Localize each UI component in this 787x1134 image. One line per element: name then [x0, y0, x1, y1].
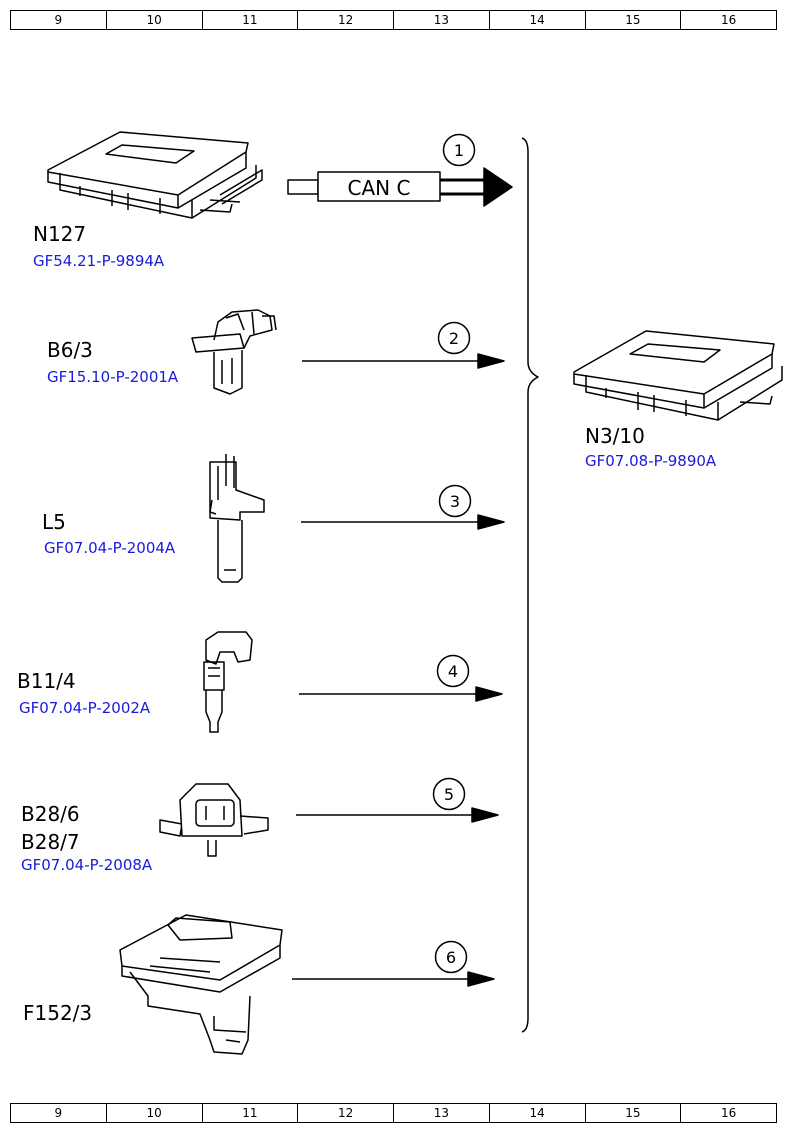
- ruler-cell: 14: [488, 11, 585, 29]
- ruler-cell: 11: [201, 11, 298, 29]
- signal-number: 4: [448, 662, 458, 681]
- component-id-b28-7: B28/7: [21, 830, 80, 854]
- n127-control-unit-illustration: [47, 131, 263, 219]
- n3-10-control-unit-illustration: [573, 330, 783, 421]
- ruler-cell: 13: [393, 1104, 489, 1122]
- can-bus-label: CAN C: [348, 176, 411, 200]
- signal-number: 3: [450, 492, 460, 511]
- signal-number-circle: [432, 777, 466, 811]
- signal-number-circle: [437, 321, 471, 355]
- signal-number-circle: [436, 654, 470, 688]
- signal-number: 2: [449, 329, 459, 348]
- component-id-b11-4: B11/4: [17, 669, 76, 693]
- ruler-cell: 12: [297, 1104, 393, 1122]
- ruler-cell: 13: [393, 11, 489, 29]
- column-ruler-bottom: 9 10 11 12 13 14 15 16: [10, 1103, 777, 1123]
- component-ref-l5[interactable]: GF07.04-P-2004A: [44, 539, 176, 557]
- signal-arrow-4: [299, 686, 503, 702]
- ruler-cell: 15: [584, 1104, 681, 1122]
- signal-arrow-5: [296, 807, 499, 823]
- component-id-f152-3: F152/3: [23, 1001, 93, 1025]
- can-c-bus-arrow: [287, 167, 513, 207]
- signal-number: 1: [454, 141, 464, 160]
- b11-4-sensor-illustration: [203, 631, 253, 733]
- component-ref-b6-3[interactable]: GF15.10-P-2001A: [47, 368, 179, 386]
- ruler-cell: 10: [105, 11, 202, 29]
- component-id-b28-6: B28/6: [21, 802, 80, 826]
- ruler-cell: 9: [10, 1104, 106, 1122]
- ruler-cell: 14: [488, 1104, 585, 1122]
- f152-3-module-illustration: [119, 914, 283, 1055]
- target-id-n3-10: N3/10: [585, 424, 645, 448]
- ruler-cell: 16: [680, 11, 777, 29]
- ruler-cell: 11: [201, 1104, 298, 1122]
- l5-sensor-illustration: [209, 454, 265, 583]
- signal-number: 5: [444, 785, 454, 804]
- ruler-cell: 10: [105, 1104, 202, 1122]
- component-id-n127: N127: [33, 222, 87, 246]
- b6-3-sensor-illustration: [191, 309, 277, 395]
- ruler-cell: 9: [10, 11, 106, 29]
- ruler-cell: 15: [584, 11, 681, 29]
- signal-number: 6: [446, 948, 456, 967]
- signal-number-circle: [434, 940, 468, 974]
- target-ref-n3-10[interactable]: GF07.08-P-9890A: [585, 452, 717, 470]
- component-id-b6-3: B6/3: [47, 338, 93, 362]
- signal-arrow-6: [292, 971, 495, 987]
- signal-number-circle: [438, 484, 472, 518]
- grouping-brace: [521, 137, 539, 1033]
- component-ref-b11-4[interactable]: GF07.04-P-2002A: [19, 699, 151, 717]
- ruler-cell: 16: [680, 1104, 777, 1122]
- signal-arrow-3: [301, 514, 505, 530]
- signal-arrow-2: [302, 353, 505, 369]
- component-id-l5: L5: [42, 510, 66, 534]
- ruler-cell: 12: [297, 11, 393, 29]
- b28-sensor-illustration: [159, 783, 269, 857]
- component-ref-n127[interactable]: GF54.21-P-9894A: [33, 252, 165, 270]
- component-ref-b28[interactable]: GF07.04-P-2008A: [21, 856, 153, 874]
- signal-number-circle: [442, 133, 476, 167]
- column-ruler-top: 9 10 11 12 13 14 15 16: [10, 10, 777, 30]
